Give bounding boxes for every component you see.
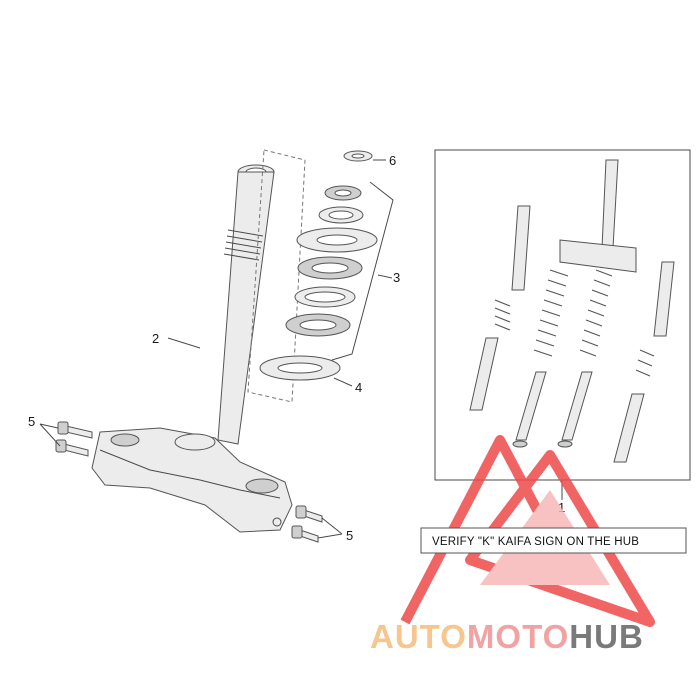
lower-triple-clamp: [91, 427, 293, 533]
assembly-guide-box: [247, 149, 306, 403]
callout-2: 2: [152, 331, 159, 346]
note-box: [420, 527, 687, 554]
fork-assembly-box: [434, 149, 691, 481]
steering-stem: [217, 164, 275, 445]
bolts-left: [55, 421, 93, 457]
callout-4: 4: [355, 380, 362, 395]
watermark-moto: MOTO: [467, 618, 569, 655]
callout-3: 3: [393, 270, 400, 285]
bearing-kit: [259, 150, 378, 381]
callout-1: 1: [558, 500, 565, 515]
callout-5-left: 5: [28, 414, 35, 429]
watermark-wordmark: AUTOMOTOHUB: [370, 618, 644, 655]
watermark-auto: AUTO: [370, 618, 467, 655]
watermark-hub: HUB: [569, 618, 644, 655]
fork-assembly: [469, 159, 675, 463]
bolts-right: [291, 505, 323, 543]
note-text: VERIFY "K" KAIFA SIGN ON THE HUB: [432, 536, 639, 548]
callout-6: 6: [389, 153, 396, 168]
callout-5-right: 5: [346, 528, 353, 543]
